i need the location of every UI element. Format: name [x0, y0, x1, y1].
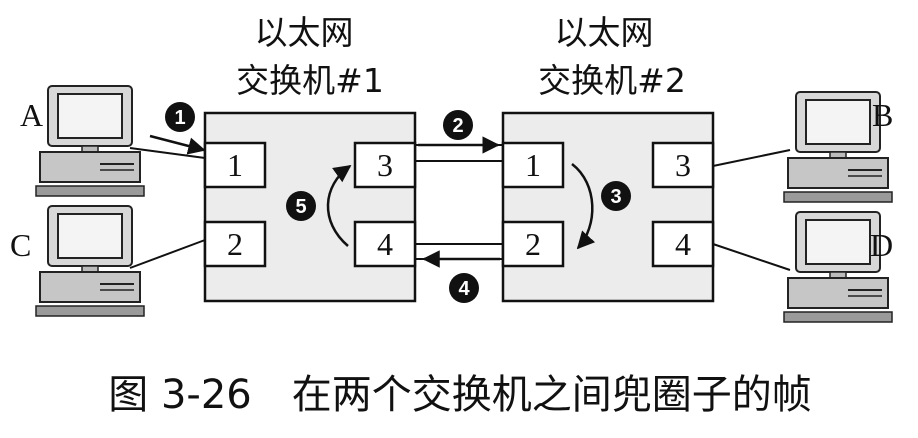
figure-caption: 图 3-26 在两个交换机之间兜圈子的帧: [108, 372, 812, 418]
switch2-port-1: 1: [501, 141, 565, 189]
switch2-port-3: 3: [651, 141, 715, 189]
host-c-computer-icon: [35, 205, 145, 317]
svg-text:1: 1: [227, 147, 243, 183]
step-5-marker: 5: [286, 191, 316, 221]
svg-text:1: 1: [525, 147, 541, 183]
step-4-marker: 4: [449, 273, 479, 303]
svg-text:2: 2: [452, 115, 463, 137]
step-1-marker: 1: [165, 102, 195, 132]
link-host-b: [712, 149, 791, 167]
svg-text:3: 3: [675, 147, 691, 183]
svg-text:4: 4: [675, 226, 691, 262]
arrow-step1: [149, 134, 206, 155]
switch1-port-4: 4: [353, 220, 417, 268]
svg-text:2: 2: [525, 226, 541, 262]
arrow-step3: [571, 163, 596, 250]
arrow-step5: [326, 164, 352, 247]
host-c-label: C: [10, 227, 31, 263]
svg-text:4: 4: [458, 278, 470, 300]
svg-text:3: 3: [377, 147, 393, 183]
switch2-port-4: 4: [651, 220, 715, 268]
link-host-c: [129, 239, 206, 269]
switch1-port-3: 3: [353, 141, 417, 189]
switch1-title-line2: 交换机#1: [236, 61, 384, 100]
host-b-label: B: [872, 97, 893, 133]
switch2-port-2: 2: [501, 220, 565, 268]
host-d-label: D: [870, 227, 893, 263]
step-3-marker: 3: [601, 181, 631, 211]
svg-text:5: 5: [295, 196, 306, 218]
host-a-computer-icon: [35, 85, 145, 197]
link-host-a: [129, 147, 206, 159]
switch1-port-2: 2: [203, 220, 267, 268]
switch1-port-1: 1: [203, 141, 267, 189]
link-host-d: [712, 243, 791, 271]
switch1-title-line1: 以太网: [255, 13, 354, 52]
host-a-label: A: [20, 97, 43, 133]
svg-text:1: 1: [174, 107, 185, 129]
svg-text:4: 4: [377, 226, 393, 262]
svg-text:2: 2: [227, 226, 243, 262]
switch2-title-line1: 以太网: [555, 13, 654, 52]
svg-text:3: 3: [610, 186, 621, 208]
step-2-marker: 2: [443, 110, 473, 140]
switch2-title-line2: 交换机#2: [538, 61, 686, 100]
